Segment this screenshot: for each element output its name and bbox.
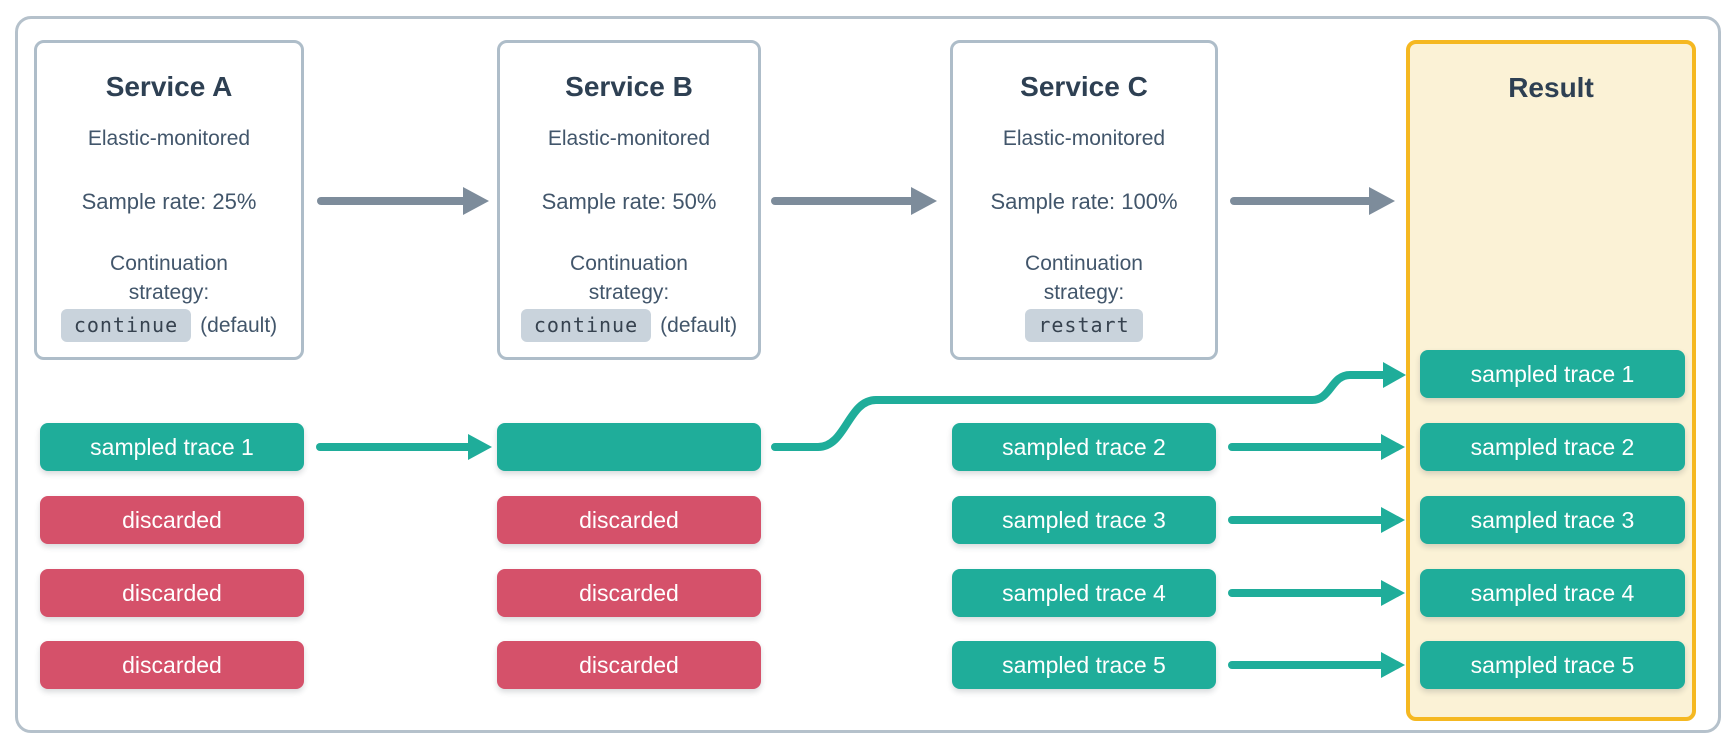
service-a-discarded-pill-3: discarded — [40, 641, 304, 689]
result-title: Result — [1508, 72, 1594, 103]
service-a-subtitle: Elastic-monitored — [87, 127, 251, 150]
service-b-sample-rate: Sample rate: 50% — [541, 189, 717, 214]
service-a-continuation-label: Continuation strategy: — [37, 249, 301, 307]
service-a-trace-pill-1: sampled trace 1 — [40, 423, 304, 471]
result-trace-pill-4: sampled trace 4 — [1420, 569, 1685, 617]
service-b-title: Service B — [565, 71, 693, 102]
service-b-discarded-pill-2: discarded — [497, 569, 761, 617]
service-b-continuation-label: Continuation strategy: — [500, 249, 758, 307]
service-a-continuation-line1: Continuation — [110, 252, 228, 275]
service-c-trace-pill-4: sampled trace 4 — [952, 569, 1216, 617]
service-b-continuation-line2: strategy: — [588, 281, 670, 304]
service-c-continuation-line1: Continuation — [1025, 252, 1143, 275]
service-b-strategy-suffix: (default) — [660, 313, 738, 337]
service-a-strategy-chip: continue — [60, 309, 192, 342]
service-b-trace-pill-unlabeled — [497, 423, 761, 471]
result-trace-pill-1: sampled trace 1 — [1420, 350, 1685, 398]
result-trace-pill-3: sampled trace 3 — [1420, 496, 1685, 544]
service-a-box: Service A Elastic-monitored Sample rate:… — [34, 40, 304, 360]
service-c-title: Service C — [1020, 71, 1148, 102]
service-a-strategy-row: continue (default) — [37, 309, 301, 342]
service-c-continuation-label: Continuation strategy: — [953, 249, 1215, 307]
service-a-discarded-pill-1: discarded — [40, 496, 304, 544]
service-b-strategy-chip: continue — [520, 309, 652, 342]
service-c-subtitle: Elastic-monitored — [1002, 127, 1166, 150]
service-b-discarded-pill-1: discarded — [497, 496, 761, 544]
service-a-strategy-suffix: (default) — [200, 313, 278, 337]
result-trace-pill-2: sampled trace 2 — [1420, 423, 1685, 471]
service-c-box: Service C Elastic-monitored Sample rate:… — [950, 40, 1218, 360]
service-c-strategy-chip: restart — [1025, 309, 1143, 342]
service-b-strategy-row: continue (default) — [500, 309, 758, 342]
service-b-discarded-pill-3: discarded — [497, 641, 761, 689]
service-b-continuation-line1: Continuation — [570, 252, 688, 275]
service-c-strategy-row: restart — [953, 309, 1215, 342]
service-b-box: Service B Elastic-monitored Sample rate:… — [497, 40, 761, 360]
service-c-trace-pill-3: sampled trace 3 — [952, 496, 1216, 544]
service-a-discarded-pill-2: discarded — [40, 569, 304, 617]
service-b-subtitle: Elastic-monitored — [547, 127, 711, 150]
service-c-trace-pill-2: sampled trace 2 — [952, 423, 1216, 471]
service-c-trace-pill-5: sampled trace 5 — [952, 641, 1216, 689]
service-a-sample-rate: Sample rate: 25% — [81, 189, 257, 214]
result-trace-pill-5: sampled trace 5 — [1420, 641, 1685, 689]
service-a-continuation-line2: strategy: — [128, 281, 210, 304]
service-a-title: Service A — [105, 71, 233, 102]
outer-frame — [15, 16, 1721, 733]
service-c-continuation-line2: strategy: — [1043, 281, 1125, 304]
service-c-sample-rate: Sample rate: 100% — [990, 189, 1178, 214]
